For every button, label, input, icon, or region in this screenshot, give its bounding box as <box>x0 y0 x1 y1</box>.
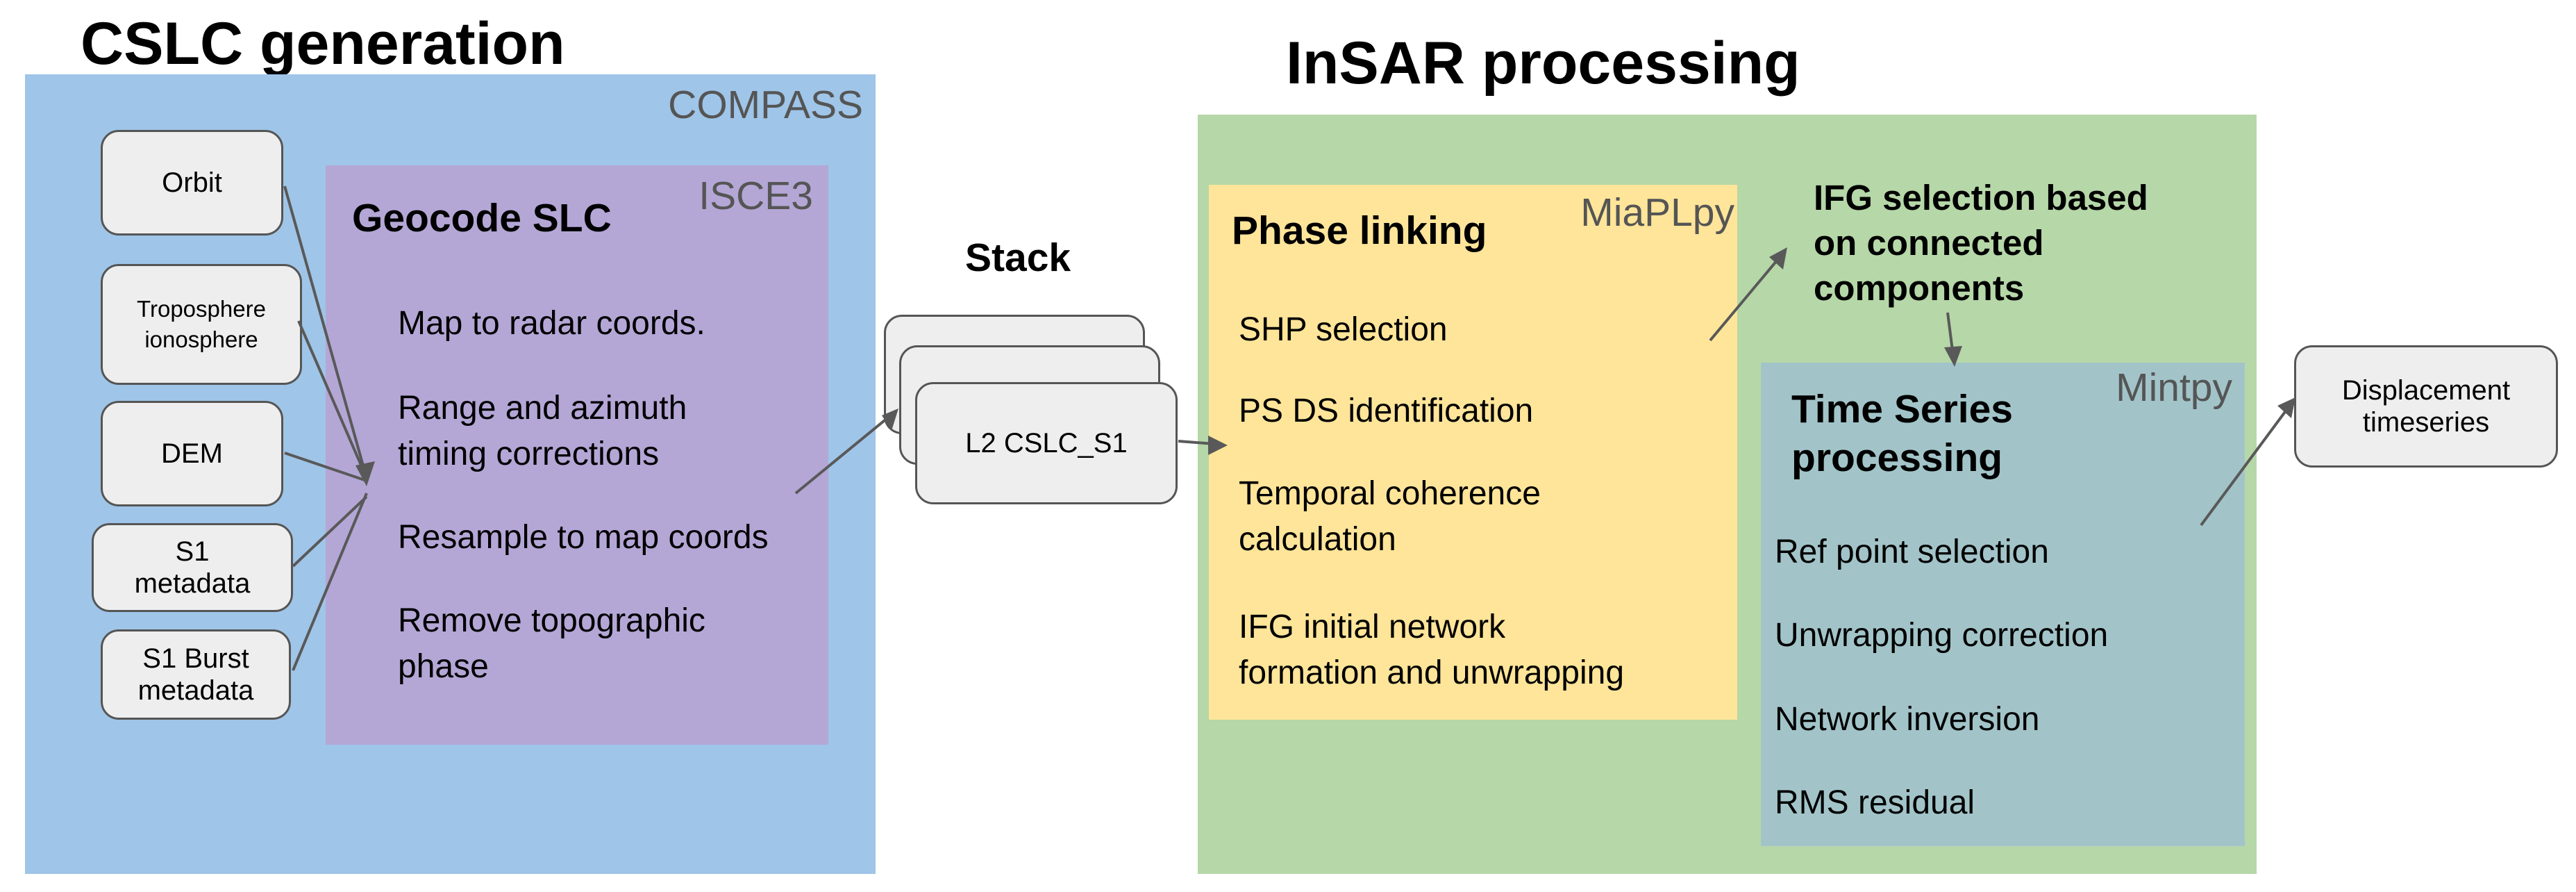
miaplpy-item-ps-ds: PS DS identification <box>1239 393 1534 429</box>
displacement-timeseries-label: Displacement timeseries <box>2341 375 2511 438</box>
s1-metadata-node: S1 metadata <box>92 523 293 612</box>
phase-linking-title: Phase linking <box>1232 208 1487 253</box>
miaplpy-item-shp: SHP selection <box>1239 311 1448 348</box>
dem-node-label: DEM <box>161 438 223 469</box>
miaplpy-label: MiaPLpy <box>1580 190 1734 235</box>
geocode-slc-title: Geocode SLC <box>352 196 612 240</box>
mintpy-item-ref-point: Ref point selection <box>1775 534 2049 570</box>
troposphere-ionosphere-node: Troposphere ionosphere <box>101 264 302 385</box>
mintpy-item-network-inversion: Network inversion <box>1775 701 2040 738</box>
isce3-item-remove-topo: Remove topographic phase <box>398 602 705 685</box>
mintpy-item-rms: RMS residual <box>1775 784 1975 821</box>
time-series-title: Time Series processing <box>1791 387 2013 480</box>
miaplpy-item-temporal-coherence: Temporal coherence calculation <box>1239 475 1541 558</box>
cslc-generation-heading: CSLC generation <box>81 10 565 77</box>
troposphere-node-label: Troposphere ionosphere <box>137 296 266 352</box>
mintpy-item-unwrapping: Unwrapping correction <box>1775 617 2109 654</box>
isce3-item-resample: Resample to map coords <box>398 519 769 556</box>
mintpy-panel: Mintpy Time Series processing Ref point … <box>1761 363 2245 846</box>
mintpy-label: Mintpy <box>2116 365 2232 410</box>
compass-label: COMPASS <box>668 83 863 127</box>
isce3-panel: ISCE3 Geocode SLC Map to radar coords. R… <box>326 165 828 745</box>
s1-burst-metadata-node: S1 Burst metadata <box>101 629 291 720</box>
stack-heading: Stack <box>965 236 1071 280</box>
orbit-node-label: Orbit <box>162 167 222 198</box>
isce3-item-timing-corrections: Range and azimuth timing corrections <box>398 390 687 472</box>
ifg-selection-text: IFG selection based on connected compone… <box>1814 178 2148 308</box>
insar-processing-heading: InSAR processing <box>1286 30 1800 97</box>
isce3-label: ISCE3 <box>699 174 813 218</box>
s1-burst-metadata-node-label: S1 Burst metadata <box>137 643 254 706</box>
arrowhead-output <box>2277 397 2295 418</box>
miaplpy-item-ifg-network: IFG initial network formation and unwrap… <box>1239 609 1625 691</box>
stack-card-front: L2 CSLC_S1 <box>915 382 1178 504</box>
isce3-item-map-radar: Map to radar coords. <box>398 305 705 342</box>
dem-node: DEM <box>101 401 283 506</box>
miaplpy-panel: MiaPLpy Phase linking SHP selection PS D… <box>1209 185 1737 720</box>
orbit-node: Orbit <box>101 130 283 236</box>
s1-metadata-node-label: S1 metadata <box>134 536 251 599</box>
stack-card-label: L2 CSLC_S1 <box>965 428 1128 459</box>
displacement-timeseries-node: Displacement timeseries <box>2294 345 2558 468</box>
